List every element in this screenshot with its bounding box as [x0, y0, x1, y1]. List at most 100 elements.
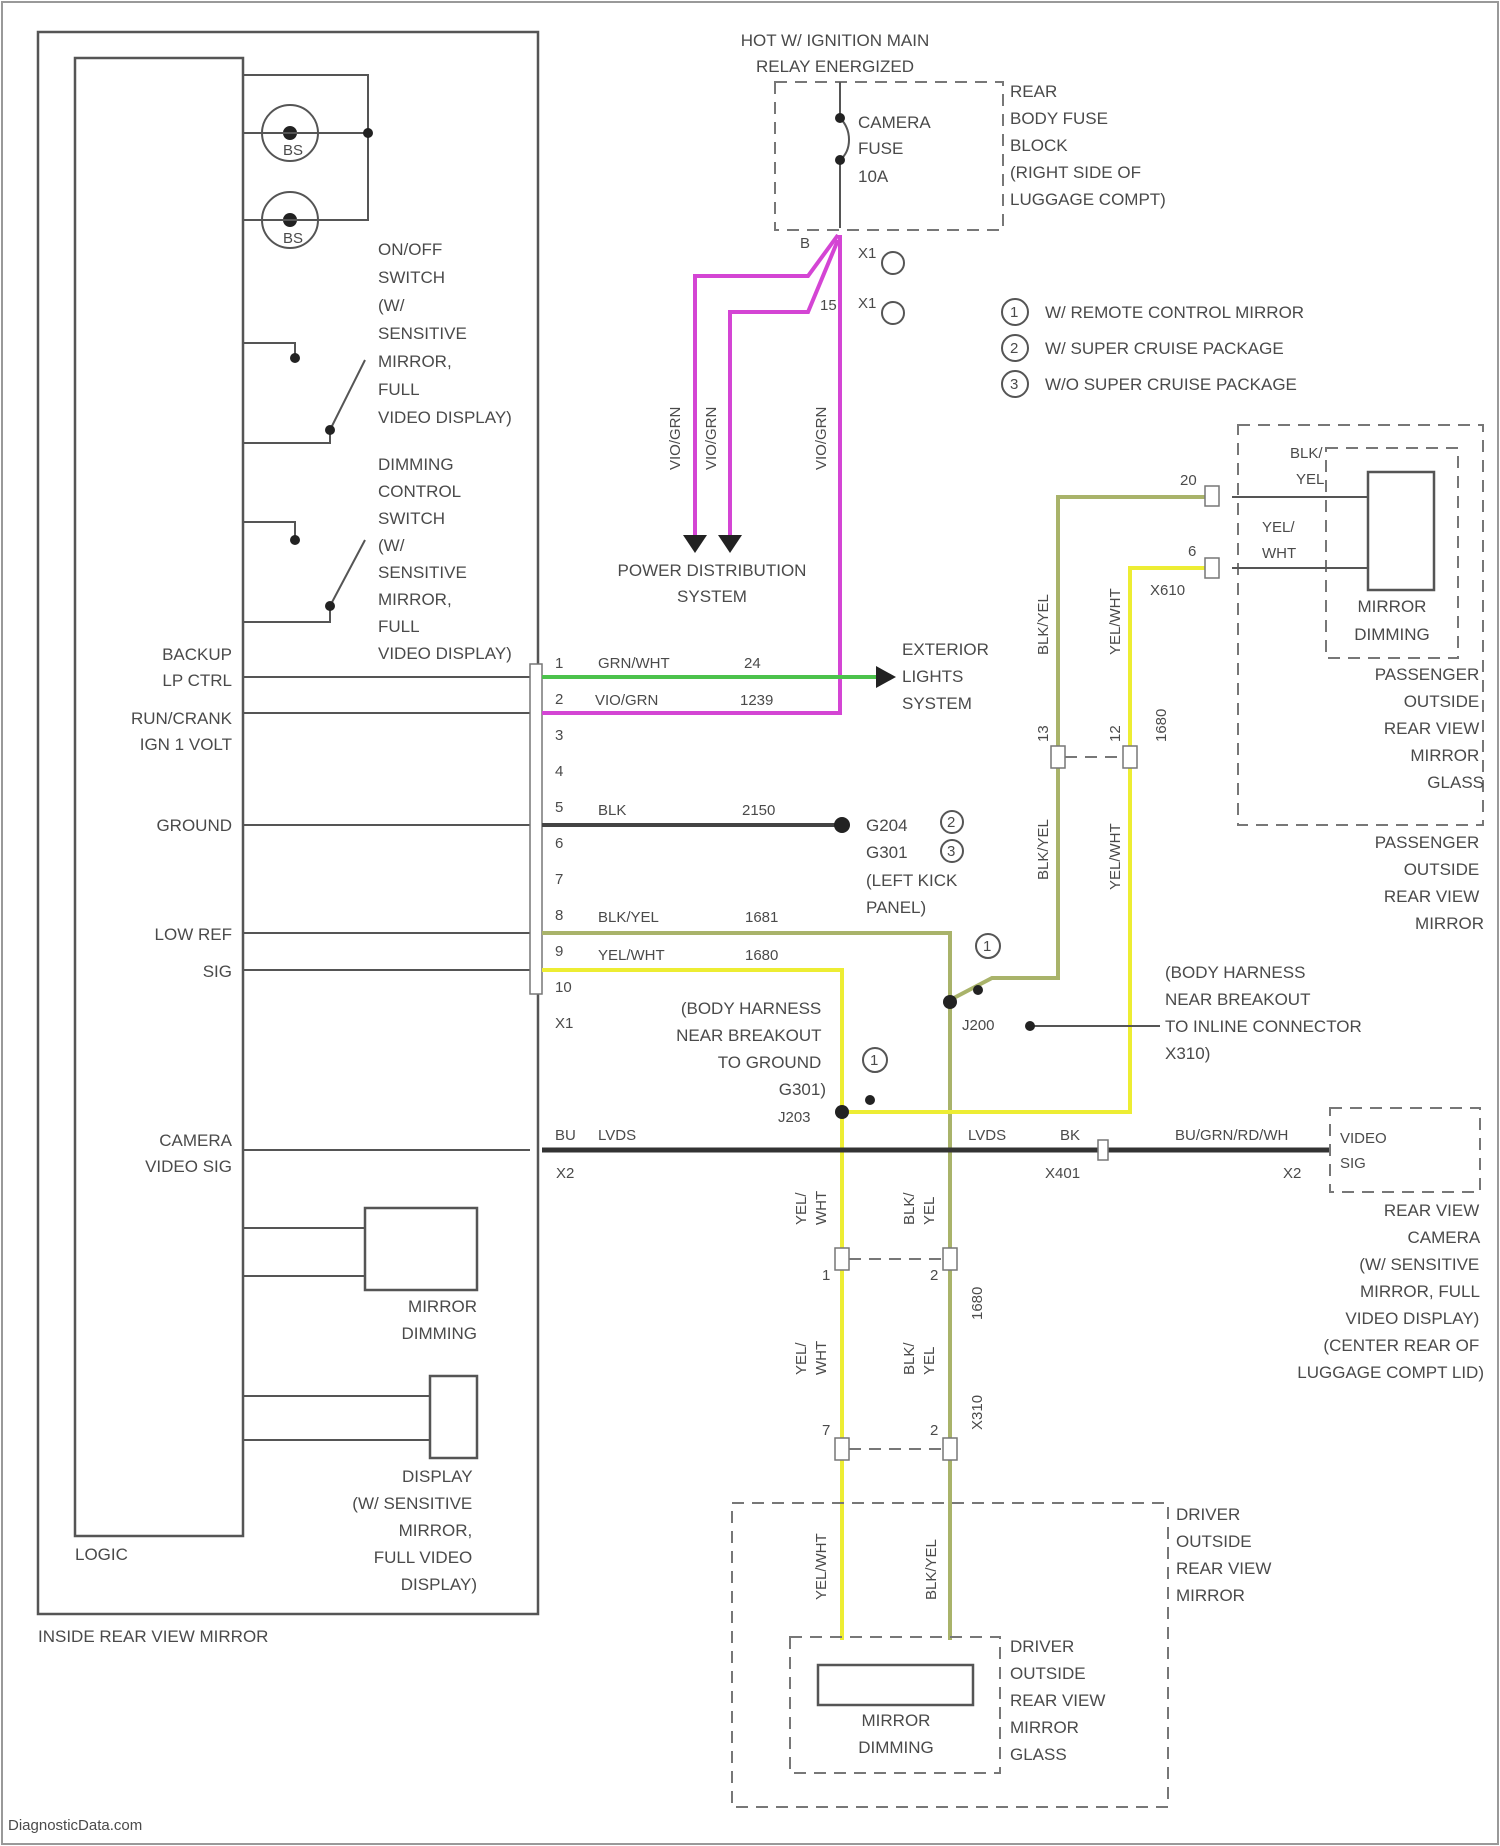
svg-text:WHT: WHT — [813, 1191, 830, 1225]
camera-video-signal: CAMERAVIDEO SIG — [145, 1131, 233, 1176]
svg-text:2: 2 — [947, 814, 955, 831]
fuse-name: CAMERAFUSE — [858, 113, 931, 158]
fuse-rating: 10A — [858, 167, 889, 186]
svg-text:X610: X610 — [1150, 582, 1185, 599]
svg-text:12: 12 — [1107, 725, 1124, 742]
svg-text:G301: G301 — [866, 843, 908, 862]
svg-text:LVDS: LVDS — [598, 1127, 636, 1144]
pin9-signal: SIG — [203, 962, 232, 981]
pin1-wire: GRN/WHT — [598, 655, 670, 672]
svg-text:YEL: YEL — [921, 1347, 938, 1375]
svg-text:YEL: YEL — [921, 1197, 938, 1225]
fuse-terminal: 15 — [820, 297, 837, 314]
svg-text:VIO/GRN: VIO/GRN — [703, 407, 720, 470]
dimming-switch-contacts — [243, 522, 365, 622]
pin8-circuit: 1681 — [745, 909, 778, 926]
sensor-wiring — [243, 75, 368, 220]
svg-text:1: 1 — [822, 1267, 830, 1284]
svg-text:BLK/YEL: BLK/YEL — [1035, 594, 1052, 655]
logic-block — [75, 58, 243, 1536]
body-harness-inline-note: (BODY HARNESS NEAR BREAKOUT TO INLINE CO… — [962, 934, 1367, 1063]
svg-text:X401: X401 — [1045, 1165, 1080, 1182]
svg-text:3: 3 — [1010, 376, 1018, 393]
svg-text:2: 2 — [1010, 340, 1018, 357]
fuse-terminal: X1 — [858, 295, 876, 312]
driver-mirror-dimming — [818, 1665, 973, 1705]
svg-text:YEL/: YEL/ — [793, 1342, 810, 1375]
vio-grn-circuit: VIO/GRN VIO/GRN VIO/GRN POWER DISTRIBUTI… — [542, 235, 840, 713]
camera-fuse — [840, 82, 849, 228]
svg-text:YEL/: YEL/ — [1262, 519, 1295, 536]
svg-text:9: 9 — [555, 943, 563, 960]
svg-text:BLK/YEL: BLK/YEL — [923, 1539, 940, 1600]
svg-text:REAR VIEW CAMERA (: REAR VIEW CAMERA (W/ SENSITIVE MIRROR, F… — [1297, 1201, 1484, 1382]
svg-text:13: 13 — [1035, 725, 1052, 742]
svg-text:BLK/: BLK/ — [1290, 445, 1323, 462]
svg-text:4: 4 — [555, 763, 563, 780]
sensor-label: BS — [283, 230, 303, 247]
fuse-block-label: REAR BODY FUSE BLOCK (RIGHT SIDE OF LUGG… — [1010, 82, 1166, 209]
onoff-switch-label: ON/OFF SWITCH (W/ SENSITIVE MIRROR, FULL… — [378, 240, 512, 427]
svg-text:1680: 1680 — [1153, 709, 1170, 742]
svg-text:20: 20 — [1180, 472, 1197, 489]
inside-mirror-dimming — [365, 1208, 477, 1290]
svg-text:X1: X1 — [555, 1015, 573, 1032]
svg-text:BLK/: BLK/ — [901, 1192, 918, 1225]
svg-text:DRIVER OUTSIDE REA: DRIVER OUTSIDE REAR VIEW MIRROR GLASS — [1010, 1637, 1110, 1764]
svg-text:BK: BK — [1060, 1127, 1080, 1144]
svg-text:10: 10 — [555, 979, 572, 996]
svg-text:(BODY HARNESS NEAR BREAK: (BODY HARNESS NEAR BREAKOUT TO INLINE CO… — [1165, 963, 1367, 1063]
pin2-circuit: 1239 — [740, 692, 773, 709]
inside-mirror-title: INSIDE REAR VIEW MIRROR — [38, 1627, 268, 1646]
svg-text:BU: BU — [555, 1127, 576, 1144]
svg-text:VIO/GRN: VIO/GRN — [813, 407, 830, 470]
note-2: W/ SUPER CRUISE PACKAGE — [1045, 339, 1284, 358]
svg-text:WHT: WHT — [1262, 545, 1296, 562]
driver-outside-mirror: 1 2 1680 7 2 X310 YEL/ WHT BLK/ YEL YEL/… — [732, 1191, 1276, 1807]
passenger-mirror-dimming — [1368, 472, 1434, 590]
svg-text:DRIVER OUTSIDE REA: DRIVER OUTSIDE REAR VIEW MIRROR — [1176, 1505, 1276, 1605]
svg-text:X310: X310 — [969, 1395, 986, 1430]
svg-text:1680: 1680 — [969, 1287, 986, 1320]
svg-text:2: 2 — [930, 1422, 938, 1439]
svg-text:VIO/GRN: VIO/GRN — [667, 407, 684, 470]
note-1-marker — [882, 252, 904, 274]
passenger-outside-mirror: 20 6 X610 BLK/ YEL YEL/ WHT MIRRORDIMMIN… — [1035, 425, 1484, 933]
onoff-switch-contacts — [243, 343, 365, 443]
svg-text:1: 1 — [870, 1052, 878, 1069]
svg-text:PASSENGER OUTSIDE: PASSENGER OUTSIDE REAR VIEW MIRROR — [1375, 833, 1484, 933]
logic-label: LOGIC — [75, 1545, 128, 1564]
sensor-label: BS — [283, 142, 303, 159]
svg-text:J203: J203 — [778, 1109, 811, 1126]
pin8-signal: LOW REF — [155, 925, 232, 944]
pin5-signal: GROUND — [156, 816, 232, 835]
pin-signal-lines — [243, 677, 530, 1150]
svg-text:YEL/WHT: YEL/WHT — [813, 1533, 830, 1600]
inside-display — [430, 1376, 477, 1458]
pin9-circuit: 1680 — [745, 947, 778, 964]
svg-text:7: 7 — [822, 1422, 830, 1439]
pin9-wire: YEL/WHT — [598, 947, 665, 964]
pin8-wire: BLK/YEL — [598, 909, 659, 926]
pin2-wire: VIO/GRN — [595, 692, 658, 709]
note-3: W/O SUPER CRUISE PACKAGE — [1045, 375, 1297, 394]
svg-text:BU/GRN/RD/WH: BU/GRN/RD/WH — [1175, 1127, 1288, 1144]
pin5-wire: BLK — [598, 802, 626, 819]
svg-text:(BODY HARNESS NEAR BREAK: (BODY HARNESS NEAR BREAKOUT TO GROUND G3… — [676, 999, 826, 1099]
svg-text:1: 1 — [983, 938, 991, 955]
svg-text:YEL/WHT: YEL/WHT — [1107, 588, 1124, 655]
svg-text:G204: G204 — [866, 816, 908, 835]
pin1-circuit: 24 — [744, 655, 761, 672]
svg-text:PASSENGER OUTSIDE: PASSENGER OUTSIDE REAR VIEW MIRROR GLASS — [1375, 665, 1484, 792]
svg-text:1: 1 — [1010, 304, 1018, 321]
body-harness-ground-note: (BODY HARNESS NEAR BREAKOUT TO GROUND G3… — [676, 999, 887, 1126]
notes-legend: 1 W/ REMOTE CONTROL MIRROR 2 W/ SUPER CR… — [1002, 299, 1304, 397]
inside-mirror-dimming-label: MIRRORDIMMING — [401, 1297, 477, 1343]
